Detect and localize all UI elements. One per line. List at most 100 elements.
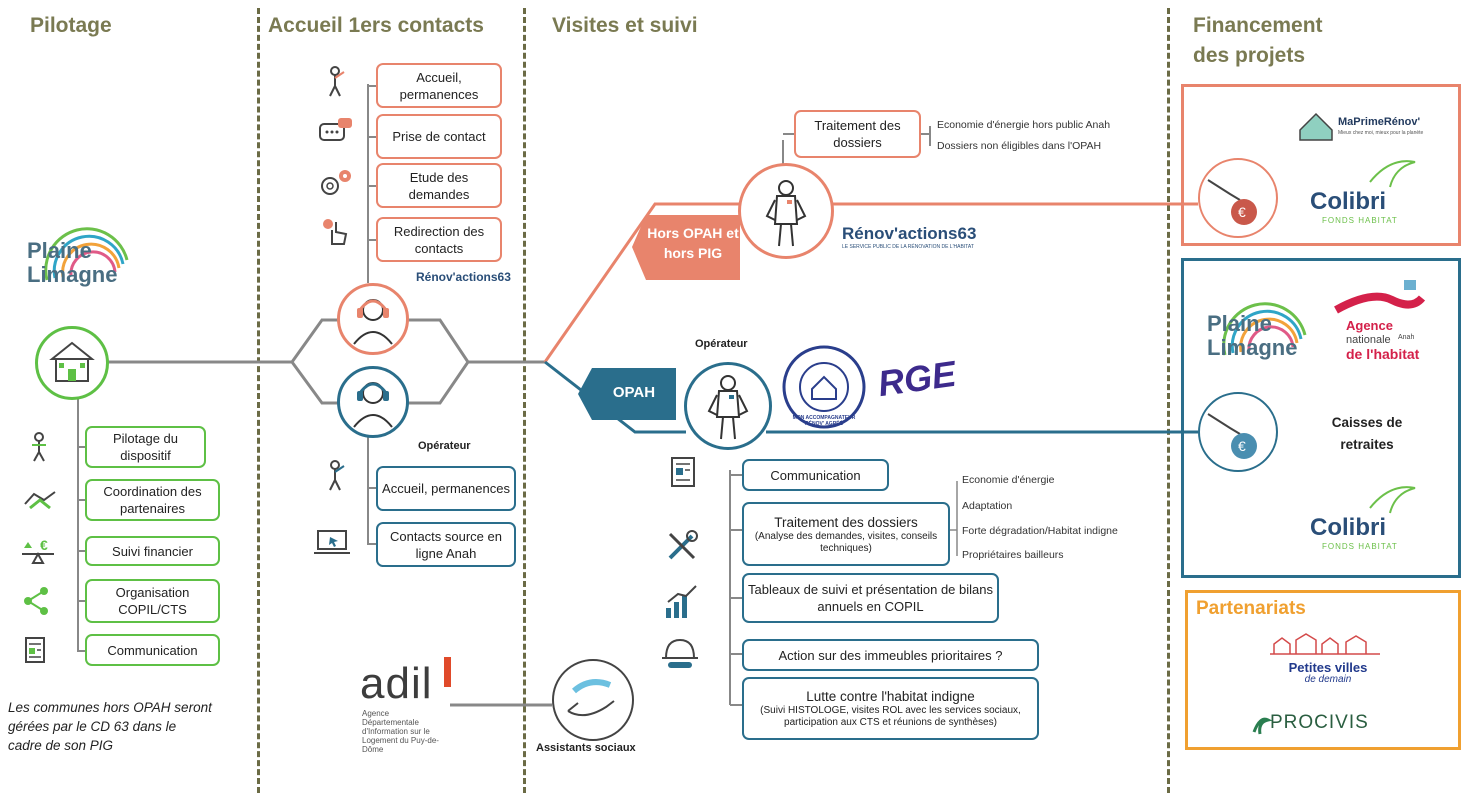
traitement-bullet: Adaptation xyxy=(962,500,1013,512)
traitement-dossiers-box: Traitement des dossiers (Analyse des dem… xyxy=(742,502,950,566)
worker-icon xyxy=(738,163,834,259)
operateur-label: Opérateur xyxy=(695,338,748,350)
person-icon xyxy=(32,432,46,462)
coin-hand-icon: € xyxy=(1198,392,1278,472)
tableaux-box: Tableaux de suivi et présentation de bil… xyxy=(742,573,999,623)
column-title-financement-1: Financement xyxy=(1193,14,1323,37)
accueil-item: Etude des demandes xyxy=(376,163,502,208)
opah-tag: OPAH xyxy=(578,368,676,420)
pilotage-item: Coordination des partenaires xyxy=(85,479,220,521)
town-hall-icon xyxy=(35,326,109,400)
renov-logo-text: Rénov'actions63 xyxy=(842,224,977,243)
traitement-hors-bullet: Dossiers non éligibles dans l'OPAH xyxy=(937,140,1102,152)
traitement-hors-bullet: Economie d'énergie hors public Anah xyxy=(937,119,1111,131)
funding-box-blue xyxy=(1181,258,1461,578)
anah-line3: de l'habitat xyxy=(1346,346,1420,362)
colibri-text: Colibri xyxy=(1310,514,1386,541)
lutte-habitat-box: Lutte contre l'habitat indigne (Suivi HI… xyxy=(742,677,1039,740)
svg-text:€: € xyxy=(1238,204,1246,220)
petites-villes-logo: Petites villes de demain xyxy=(1256,630,1406,690)
opah-label: OPAH xyxy=(612,384,656,401)
anah-line1: Agence xyxy=(1346,318,1393,333)
traitement-bullet: Propriétaires bailleurs xyxy=(962,549,1064,561)
adil-logo: adil Agence Départementale d'Information… xyxy=(356,655,456,754)
pilotage-item: Communication xyxy=(85,634,220,666)
pilotage-note: Les communes hors OPAH seront gérées par… xyxy=(8,700,212,753)
badge-text: MON ACCOMPAGNATEUR RÉNOV' AGRÉÉ xyxy=(792,415,856,427)
mon-accompagnateur-badge: MON ACCOMPAGNATEUR RÉNOV' AGRÉÉ xyxy=(782,345,866,429)
laptop-icon xyxy=(314,530,350,554)
partenariats-title: Partenariats xyxy=(1196,598,1306,619)
headset-agent-icon xyxy=(337,366,409,438)
document-icon xyxy=(25,637,45,663)
column-title-financement-2: des projets xyxy=(1193,44,1306,67)
maprimerenov-logo: MaPrimeRénov' Mieux chez moi, mieux pour… xyxy=(1296,108,1436,148)
accueil-item: Redirection des contacts xyxy=(376,217,502,262)
growth-chart-icon xyxy=(666,585,697,618)
helping-hands-icon xyxy=(552,659,634,741)
assistants-sociaux-label: Assistants sociaux xyxy=(536,742,636,754)
colibri-logo: Colibri FONDS HABITAT xyxy=(1310,152,1430,232)
column-title-pilotage: Pilotage xyxy=(30,14,112,37)
maprimerenov-subtitle: Mieux chez moi, mieux pour la planète xyxy=(1338,130,1424,136)
colibri-subtitle: FONDS HABITAT xyxy=(1322,216,1398,225)
share-icon xyxy=(24,587,48,615)
action-immeubles-box: Action sur des immeubles prioritaires ? xyxy=(742,639,1039,671)
logo-text: Plaine xyxy=(27,238,92,263)
coin-hand-icon: € xyxy=(1198,158,1278,238)
hors-opah-label: Hors OPAH et hors PIG xyxy=(647,225,739,261)
caisses-retraites: Caisses de retraites xyxy=(1331,415,1403,452)
gears-icon xyxy=(321,170,351,195)
logo-text: Limagne xyxy=(1207,335,1298,360)
operateur-label: Opérateur xyxy=(418,440,471,452)
renov-logo-subtitle: LE SERVICE PUBLIC DE LA RÉNOVATION DE L'… xyxy=(842,244,974,250)
document-icon xyxy=(671,457,695,487)
petites-villes-line1: Petites villes xyxy=(1288,660,1368,675)
lutte-title: Lutte contre l'habitat indigne xyxy=(806,689,975,704)
traitement-title: Traitement des dossiers xyxy=(774,514,918,530)
maprimerenov-text: MaPrimeRénov' xyxy=(1338,116,1421,128)
traitement-subtitle: (Analyse des demandes, visites, conseils… xyxy=(754,530,938,554)
pointer-hand-icon xyxy=(323,219,348,245)
logo-text: Limagne xyxy=(27,262,118,287)
traitement-bullet: Economie d'énergie xyxy=(962,474,1055,486)
accueil-item: Prise de contact xyxy=(376,114,502,159)
pilotage-item: Pilotage du dispositif xyxy=(85,426,206,468)
funding-box-orange xyxy=(1181,84,1461,246)
column-separator xyxy=(523,8,526,793)
colibri-logo: Colibri FONDS HABITAT xyxy=(1310,478,1430,558)
anah-small: Anah xyxy=(1398,334,1415,341)
pilotage-item: Suivi financier xyxy=(85,536,220,566)
renov-actions-logo: Rénov'actions63 xyxy=(416,270,511,284)
anah-line2: nationale xyxy=(1346,334,1391,346)
plaine-limagne-logo: Plaine Limagne xyxy=(27,220,137,300)
communication-box: Communication xyxy=(742,459,889,491)
anah-logo: Agence nationale Anah de l'habitat xyxy=(1332,280,1442,370)
column-separator xyxy=(257,8,260,793)
logo-text: Plaine xyxy=(1207,311,1272,336)
column-title-accueil: Accueil 1ers contacts xyxy=(268,14,484,37)
adil-logo-text: adil xyxy=(360,659,433,708)
handshake-icon xyxy=(24,491,56,510)
accueil-item: Accueil, permanences xyxy=(376,63,502,108)
person-icon xyxy=(329,460,345,491)
colibri-subtitle: FONDS HABITAT xyxy=(1322,542,1398,551)
tools-icon xyxy=(668,530,698,560)
procivis-text: PROCIVIS xyxy=(1270,712,1369,733)
lutte-subtitle: (Suivi HISTOLOGE, visites ROL avec les s… xyxy=(760,705,1021,728)
chat-icon xyxy=(319,118,352,141)
balance-icon: € xyxy=(22,537,54,564)
pilotage-item: Organisation COPIL/CTS xyxy=(85,579,220,623)
svg-text:€: € xyxy=(1238,438,1246,454)
adil-bar xyxy=(444,657,451,687)
hardhat-icon xyxy=(662,638,698,668)
column-title-visites: Visites et suivi xyxy=(552,14,698,37)
petites-villes-line2: de demain xyxy=(1304,674,1352,685)
column-separator xyxy=(1167,8,1170,793)
colibri-text: Colibri xyxy=(1310,188,1386,215)
partenariats-box xyxy=(1185,590,1461,750)
svg-text:€: € xyxy=(40,537,48,553)
adil-logo-subtitle: Agence Départementale d'Information sur … xyxy=(362,709,439,754)
traitement-bullet: Forte dégradation/Habitat indigne xyxy=(962,525,1118,537)
